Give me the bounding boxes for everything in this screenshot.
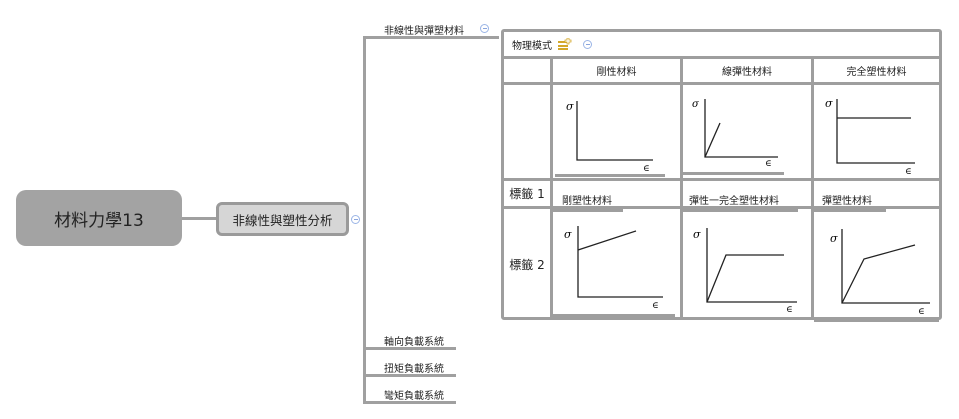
cell-underline — [683, 317, 795, 320]
column-header: 完全塑性材料 — [846, 67, 907, 78]
branch-trunk — [363, 36, 366, 403]
svg-text:∈: ∈ — [905, 167, 912, 177]
cell-underline — [814, 209, 886, 212]
graph-rigid-plastic: σ ∈ — [553, 212, 680, 320]
matrix-table: 物理模式 剛性材料 線彈性材料 完全塑性材料 標籤 1 標籤 2 σ ∈ σ — [501, 29, 942, 322]
cell-underline — [553, 314, 675, 317]
cell-underline — [814, 319, 939, 322]
branch-label[interactable]: 非線性與彈塑材料 — [384, 26, 464, 37]
branch-underline — [363, 347, 456, 350]
divider — [680, 56, 683, 320]
graph-elasto-plastic: σ ∈ — [814, 212, 939, 322]
svg-text:σ: σ — [564, 228, 572, 241]
graph-linear-elastic: σ ∈ — [683, 85, 811, 178]
svg-text:∈: ∈ — [918, 307, 925, 317]
branch-label[interactable]: 扭矩負載系統 — [384, 364, 444, 375]
branch-label[interactable]: 彎矩負載系統 — [384, 391, 444, 402]
connector-root-topic — [182, 217, 216, 220]
branch-underline — [363, 36, 499, 39]
cell-text: 彈塑性材料 — [822, 196, 872, 207]
table-title: 物理模式 — [512, 35, 592, 53]
svg-text:σ: σ — [566, 100, 574, 113]
topic-label: 非線性與塑性分析 — [232, 212, 333, 228]
divider — [504, 206, 939, 209]
collapse-icon[interactable] — [480, 24, 489, 33]
svg-text:σ: σ — [830, 232, 838, 245]
column-header: 剛性材料 — [596, 67, 637, 78]
svg-text:σ: σ — [692, 99, 700, 110]
divider — [550, 56, 553, 320]
divider — [504, 82, 939, 85]
svg-text:∈: ∈ — [786, 305, 793, 315]
root-label: 材料力學13 — [54, 210, 144, 231]
cell-underline — [555, 174, 665, 177]
svg-text:∈: ∈ — [643, 164, 650, 174]
divider — [504, 56, 939, 59]
topic-node[interactable]: 非線性與塑性分析 — [216, 202, 349, 236]
graph-perfectly-plastic: σ ∈ — [814, 85, 939, 178]
divider — [504, 178, 939, 181]
cell-text: 彈性一完全塑性材料 — [689, 196, 779, 207]
svg-text:σ: σ — [825, 97, 833, 110]
svg-text:σ: σ — [693, 228, 701, 241]
cell-underline — [553, 209, 623, 212]
graph-elastic-perfectly-plastic: σ ∈ — [683, 212, 811, 320]
collapse-icon[interactable] — [351, 215, 360, 224]
graph-rigid: σ ∈ — [553, 85, 680, 178]
svg-text:∈: ∈ — [765, 159, 772, 169]
branch-label[interactable]: 軸向負載系統 — [384, 337, 444, 348]
cell-underline — [683, 172, 784, 175]
root-node[interactable]: 材料力學13 — [16, 190, 182, 246]
cell-underline — [683, 209, 798, 212]
collapse-icon[interactable] — [583, 39, 592, 49]
svg-text:∈: ∈ — [652, 301, 659, 311]
cell-text: 剛塑性材料 — [562, 196, 612, 207]
table-title-text: 物理模式 — [512, 40, 552, 52]
branch-underline — [363, 401, 456, 404]
divider — [811, 56, 814, 320]
branch-underline — [363, 374, 456, 377]
row-label: 標籤 2 — [509, 258, 545, 272]
row-label: 標籤 1 — [509, 187, 545, 201]
add-row-icon[interactable] — [558, 38, 572, 50]
column-header: 線彈性材料 — [722, 67, 772, 78]
